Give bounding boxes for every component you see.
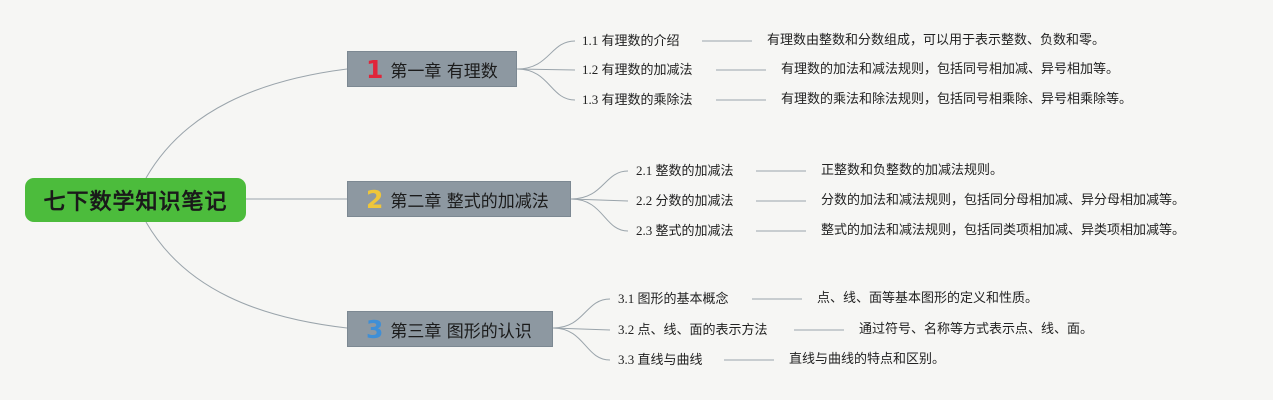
connector-root-ch3: [145, 221, 348, 329]
chapter-number-1: 1: [366, 54, 384, 84]
chapter-number-3: 3: [366, 314, 384, 344]
section-desc-2-1: 正整数和负整数的加减法规则。: [821, 163, 1004, 178]
section-node-3-1[interactable]: 3.1 图形的基本概念: [618, 291, 729, 306]
section-desc-1-1: 有理数由整数和分数组成，可以用于表示整数、负数和零。: [767, 33, 1106, 48]
connector-ch2-s3: [570, 198, 629, 232]
section-desc-1-2: 有理数的加法和减法规则，包括同号相加减、异号相加等。: [781, 62, 1120, 77]
connector-ch1-s2: [516, 68, 576, 71]
chapter-node-1[interactable]: 1 第一章 有理数: [347, 51, 517, 87]
section-desc-2-3: 整式的加法和减法规则，包括同类项相加减、异类项相加减等。: [821, 223, 1186, 238]
section-node-2-2[interactable]: 2.2 分数的加减法: [636, 193, 734, 208]
chapter-number-2: 2: [366, 184, 384, 214]
connector-ch1-s3: [516, 68, 576, 101]
connector-ch2-s2: [570, 198, 629, 202]
chapter-node-2[interactable]: 2 第二章 整式的加减法: [347, 181, 571, 217]
section-node-2-1[interactable]: 2.1 整数的加减法: [636, 163, 734, 178]
connector-ch3-s1: [552, 298, 611, 329]
section-node-2-3[interactable]: 2.3 整式的加减法: [636, 223, 734, 238]
section-desc-3-3: 直线与曲线的特点和区别。: [789, 352, 946, 367]
connector-ch3-s2: [552, 327, 611, 331]
section-node-1-2[interactable]: 1.2 有理数的加减法: [582, 62, 693, 77]
section-node-3-3[interactable]: 3.3 直线与曲线: [618, 352, 703, 367]
chapter-title-1: 第一章 有理数: [390, 61, 498, 82]
connector-root-ch1: [145, 68, 348, 179]
root-node[interactable]: 七下数学知识笔记: [25, 178, 246, 222]
section-desc-3-1: 点、线、面等基本图形的定义和性质。: [817, 291, 1039, 306]
section-desc-2-2: 分数的加法和减法规则，包括同分母相加减、异分母相加减等。: [821, 193, 1186, 208]
connector-ch3-s3: [552, 327, 611, 361]
chapter-node-3[interactable]: 3 第三章 图形的认识: [347, 311, 553, 347]
section-desc-1-3: 有理数的乘法和除法规则，包括同号相乘除、异号相乘除等。: [781, 92, 1133, 107]
root-title: 七下数学知识笔记: [43, 190, 228, 215]
chapter-title-2: 第二章 整式的加减法: [390, 191, 549, 212]
section-desc-3-2: 通过符号、名称等方式表示点、线、面。: [859, 322, 1094, 337]
section-node-1-3[interactable]: 1.3 有理数的乘除法: [582, 92, 693, 107]
chapter-title-3: 第三章 图形的认识: [390, 321, 532, 342]
connector-ch1-s1: [516, 40, 576, 70]
connector-ch2-s1: [570, 170, 629, 200]
section-node-3-2[interactable]: 3.2 点、线、面的表示方法: [618, 322, 768, 337]
section-node-1-1[interactable]: 1.1 有理数的介绍: [582, 33, 680, 48]
